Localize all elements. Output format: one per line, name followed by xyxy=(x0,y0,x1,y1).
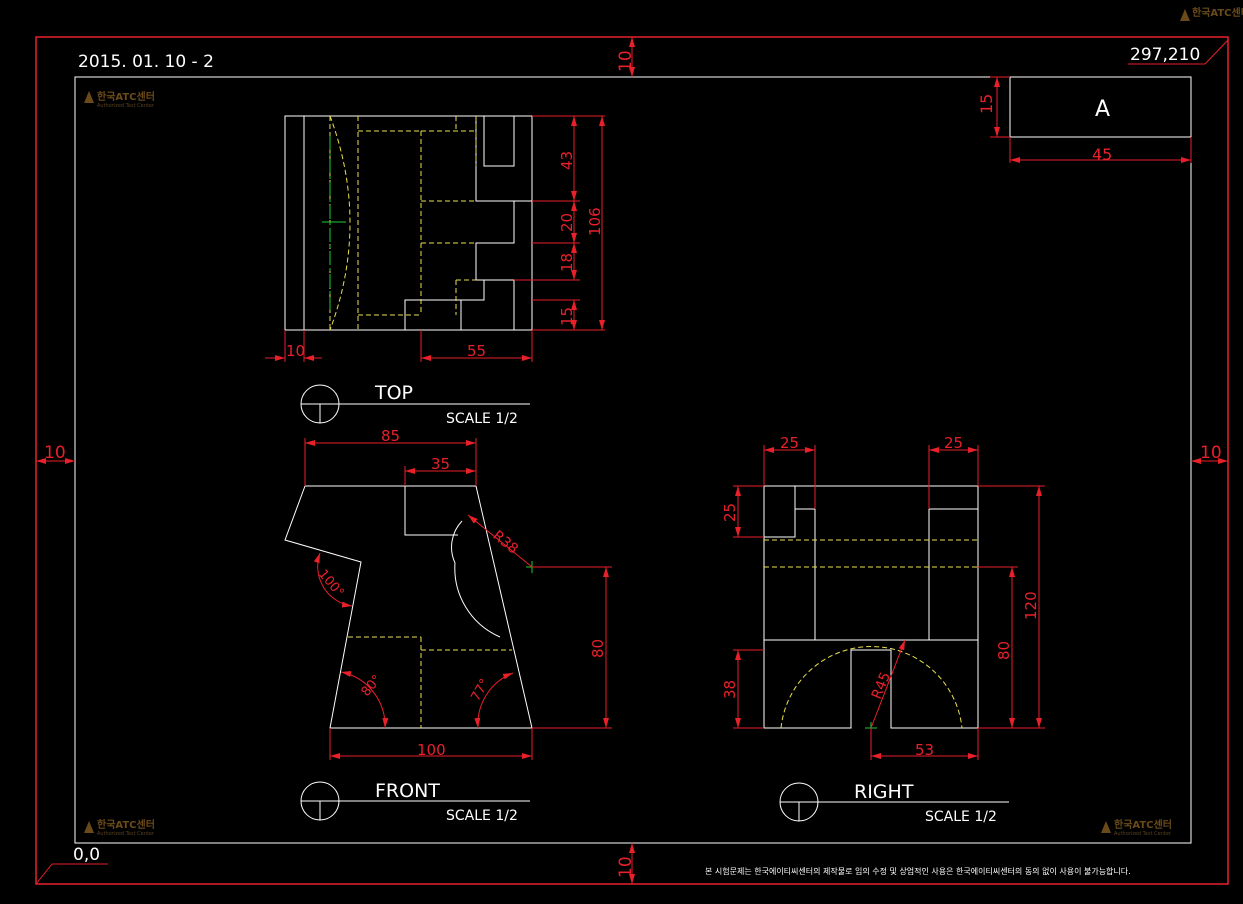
watermark-bottom-left: 한국ATC센터 Authorized Test Center xyxy=(84,818,155,837)
top-dim-20: 20 xyxy=(558,213,576,232)
top-dim-18: 18 xyxy=(558,253,576,272)
right-dim-53: 53 xyxy=(915,741,934,759)
watermark-top-right: 한국ATC센터 xyxy=(1180,6,1243,21)
atc-logo-icon xyxy=(1180,9,1190,21)
sheet-frame xyxy=(35,36,1229,885)
top-dim-55: 55 xyxy=(467,342,486,360)
top-view-hidden-lines xyxy=(329,115,477,331)
right-dim-120: 120 xyxy=(1022,591,1040,620)
svg-text:한국ATC센터: 한국ATC센터 xyxy=(97,818,155,831)
svg-text:한국ATC센터: 한국ATC센터 xyxy=(97,90,155,103)
front-view-name: FRONT xyxy=(375,780,440,802)
sheet-size-label: 297,210 xyxy=(1130,45,1200,65)
watermark-bottom-right: 한국ATC센터 Authorized Test Center xyxy=(1101,818,1172,837)
right-view-scale: SCALE 1/2 xyxy=(925,809,997,825)
front-view-hidden-lines xyxy=(348,636,512,728)
atc-logo-icon xyxy=(84,91,94,103)
margin-top-dim: 10 xyxy=(616,50,636,72)
right-dim-25-left: 25 xyxy=(780,434,799,452)
margin-bottom-dim: 10 xyxy=(616,856,636,878)
origin-label: 0,0 xyxy=(73,845,100,865)
front-dim-85: 85 xyxy=(381,427,400,445)
top-view-visible-lines xyxy=(284,115,533,331)
title-block-label: A xyxy=(1095,97,1110,122)
right-view-name: RIGHT xyxy=(854,781,914,803)
watermark-top-left: 한국ATC센터 Authorized Test Center xyxy=(84,90,155,109)
right-view-hidden-lines xyxy=(764,539,978,729)
right-dim-38: 38 xyxy=(721,680,739,699)
front-dim-angle-80: 80° xyxy=(359,672,385,699)
svg-text:Authorized Test Center: Authorized Test Center xyxy=(97,831,155,837)
top-view: 43 20 18 15 106 10 55 TOP SCALE 1/2 xyxy=(265,115,605,427)
title-block-height-dim: 15 xyxy=(977,94,996,114)
right-view-dimension-lines xyxy=(733,445,1045,760)
atc-logo-icon xyxy=(1101,821,1111,833)
right-dim-80: 80 xyxy=(995,641,1013,660)
right-view-label-symbol xyxy=(779,782,1009,822)
front-view-visible-lines xyxy=(284,485,533,729)
front-view-label-symbol xyxy=(300,781,530,821)
front-dim-80: 80 xyxy=(589,639,607,658)
top-dim-15: 15 xyxy=(558,307,576,326)
front-dim-angle-77: 77° xyxy=(468,677,493,704)
front-view: 85 35 R38 100° 80 80° 77° 100 FRONT SCAL… xyxy=(284,427,612,824)
top-dim-106: 106 xyxy=(586,207,604,236)
top-view-scale: SCALE 1/2 xyxy=(446,411,518,427)
title-block-width-dim: 45 xyxy=(1092,145,1112,164)
title-block xyxy=(990,76,1192,163)
copyright-notice: 본 시험문제는 한국에이티씨센터의 제작물로 임의 수정 및 상업적인 사용은 … xyxy=(705,866,1131,876)
outer-border xyxy=(35,36,1229,885)
right-dim-25-right: 25 xyxy=(944,434,963,452)
front-dim-r38: R38 xyxy=(489,528,520,558)
svg-text:한국ATC센터: 한국ATC센터 xyxy=(1192,6,1243,19)
right-dim-r45: R45 xyxy=(869,670,894,702)
top-view-label-symbol xyxy=(300,384,530,424)
svg-text:한국ATC센터: 한국ATC센터 xyxy=(1114,818,1172,831)
right-dim-25-vertical: 25 xyxy=(721,503,739,522)
top-view-dimension-lines xyxy=(265,115,605,362)
margin-right-dim: 10 xyxy=(1200,443,1222,463)
svg-text:Authorized Test Center: Authorized Test Center xyxy=(97,103,155,109)
front-dim-100: 100 xyxy=(417,741,446,759)
top-view-name: TOP xyxy=(374,382,413,404)
margin-left-dim: 10 xyxy=(44,443,66,463)
top-dim-43: 43 xyxy=(558,151,576,170)
front-dim-35: 35 xyxy=(431,455,450,473)
top-dim-10: 10 xyxy=(286,342,305,360)
svg-text:Authorized Test Center: Authorized Test Center xyxy=(1114,831,1172,837)
top-view-center-lines xyxy=(322,136,346,310)
atc-logo-icon xyxy=(84,821,94,833)
right-view: 25 25 25 120 80 38 R45 53 RIGHT SCALE 1/… xyxy=(721,434,1045,825)
front-view-dimension-lines xyxy=(304,438,612,760)
date-label: 2015. 01. 10 - 2 xyxy=(78,52,214,72)
front-view-scale: SCALE 1/2 xyxy=(446,808,518,824)
title-block-box xyxy=(1009,76,1192,138)
